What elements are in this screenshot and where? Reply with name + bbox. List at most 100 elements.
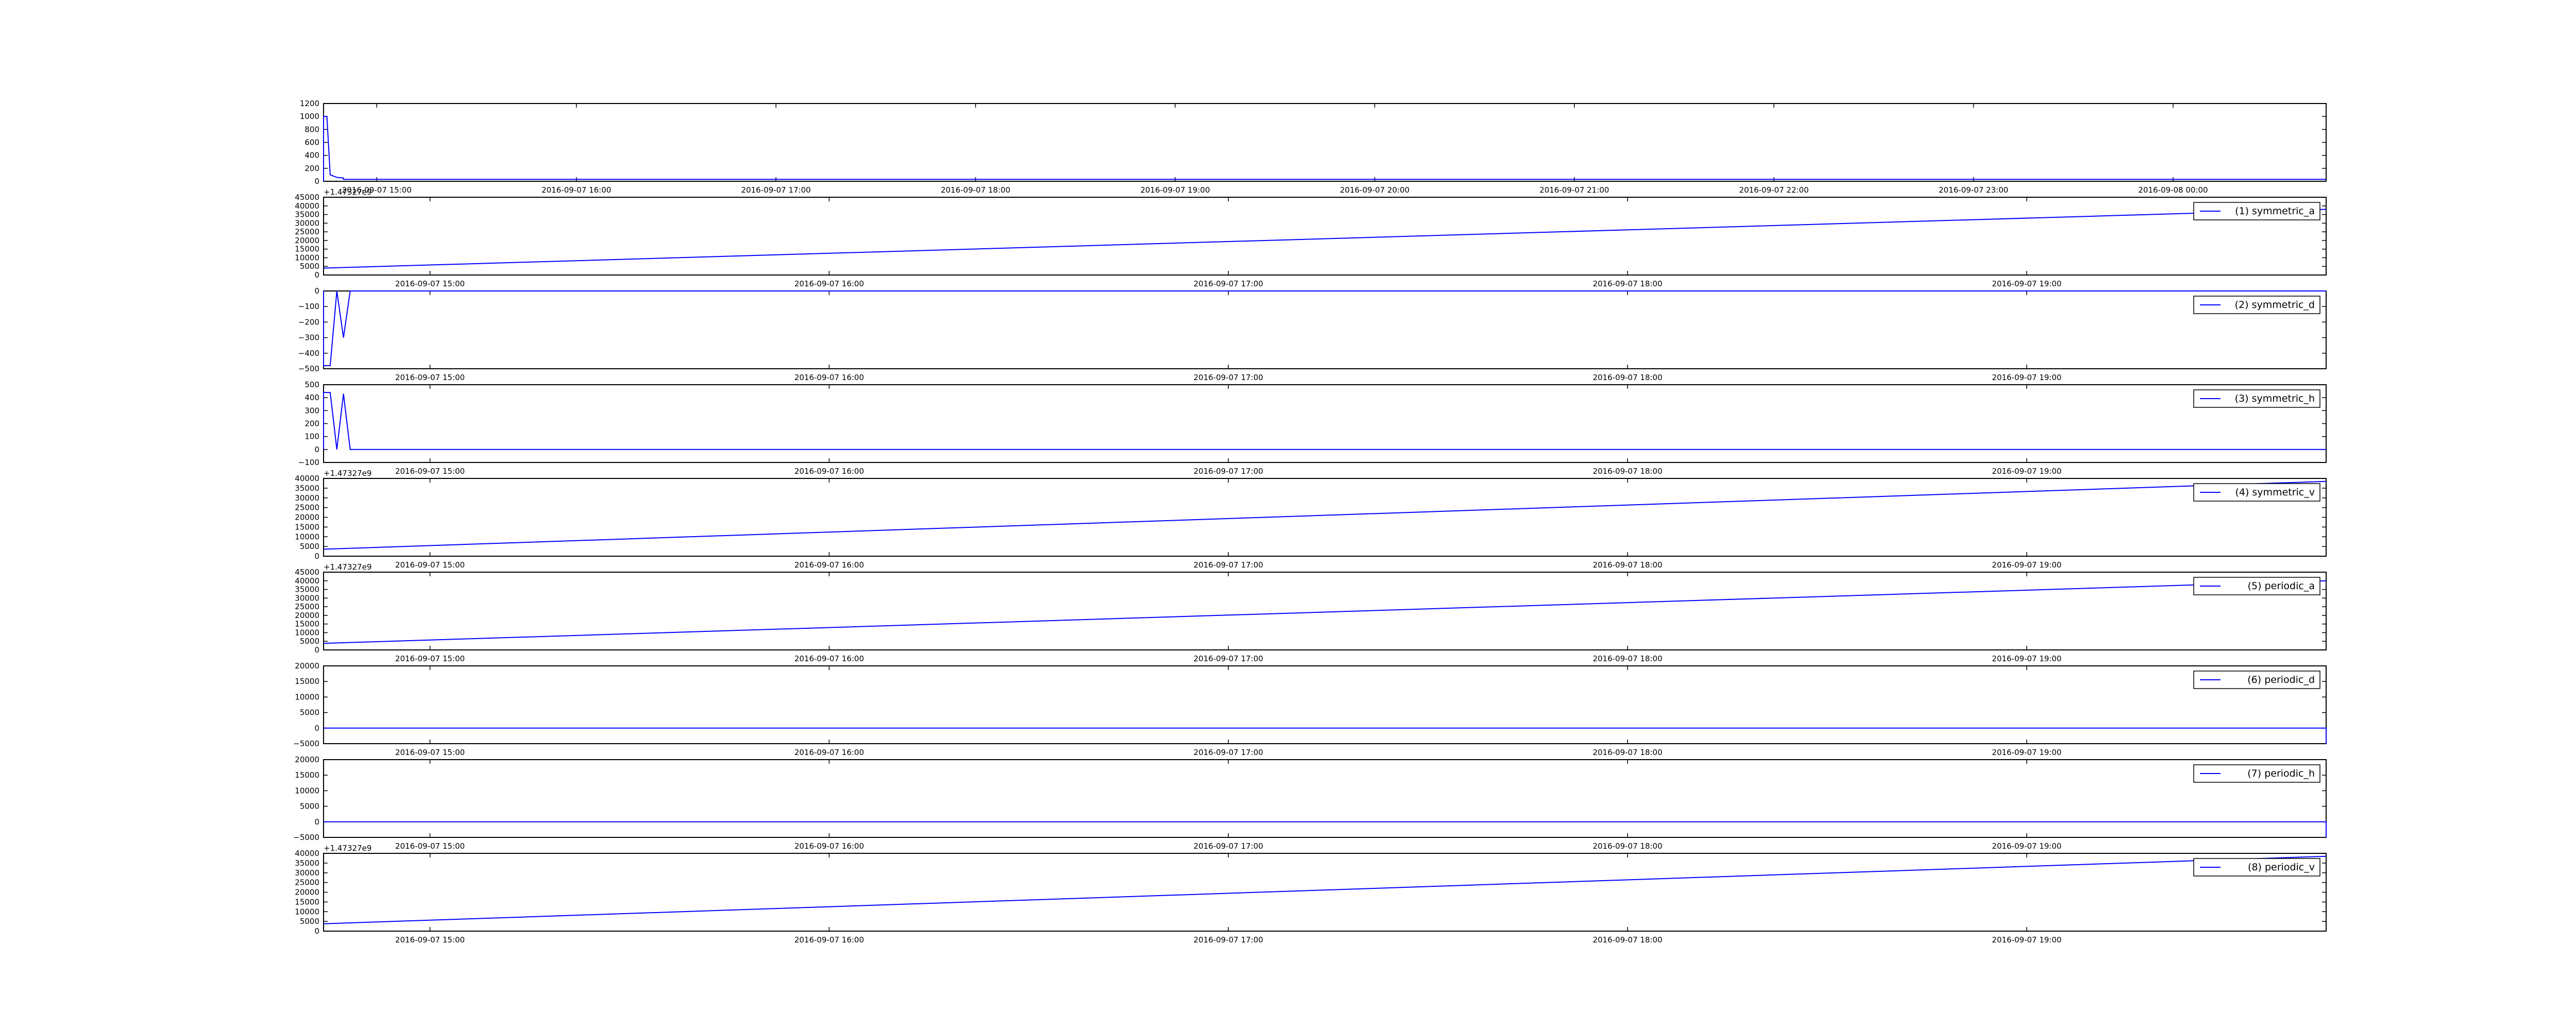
legend-label: (6) periodic_d (2247, 674, 2315, 685)
y-tick-label: 10000 (295, 253, 319, 262)
x-tick-label: 2016-09-07 20:00 (1340, 185, 1410, 195)
x-tick-label: 2016-09-07 18:00 (1592, 467, 1662, 476)
y-tick-label: 300 (304, 406, 319, 415)
x-tick-label: 2016-09-07 17:00 (1194, 467, 1263, 476)
x-tick-label: 2016-09-07 15:00 (395, 467, 465, 476)
y-tick-label: 35000 (295, 859, 319, 868)
y-tick-label: 0 (314, 552, 319, 561)
x-tick-label: 2016-09-07 18:00 (1592, 373, 1662, 382)
x-tick-label: 2016-09-07 15:00 (395, 279, 465, 288)
y-tick-label: 45000 (295, 193, 319, 202)
y-tick-label: 10000 (295, 786, 319, 795)
x-tick-label: 2016-09-07 23:00 (1939, 185, 2008, 195)
plot-area (323, 478, 2327, 557)
y-tick-label: 10000 (295, 628, 319, 637)
y-tick-label: 30000 (295, 593, 319, 603)
y-tick-label: 500 (304, 380, 319, 389)
plot-area (323, 290, 2327, 369)
y-tick-label: 400 (304, 393, 319, 402)
x-tick-label: 2016-09-07 16:00 (794, 654, 864, 663)
x-tick-label: 2016-09-07 19:00 (1992, 560, 2061, 570)
x-tick-label: 2016-09-07 16:00 (794, 935, 864, 945)
y-tick-label: 20000 (295, 236, 319, 245)
y-tick-label: 25000 (295, 878, 319, 887)
x-tick-label: 2016-09-07 17:00 (1194, 279, 1263, 288)
y-tick-label: 0 (314, 645, 319, 655)
x-tick-label: 2016-09-07 17:00 (1194, 842, 1263, 851)
y-tick-label: 15000 (295, 245, 319, 254)
x-tick-label: 2016-09-07 15:00 (395, 842, 465, 851)
series-line (323, 290, 2326, 366)
legend-label: (4) symmetric_v (2235, 487, 2315, 498)
y-tick-label: 1200 (300, 99, 319, 108)
x-tick-label: 2016-09-07 19:00 (1992, 748, 2061, 757)
x-tick-label: 2016-09-08 00:00 (2138, 185, 2208, 195)
series-line (324, 821, 2327, 837)
series-line (323, 580, 2327, 644)
y-tick-label: 45000 (295, 568, 319, 577)
y-tick-label: 5000 (300, 917, 319, 926)
series-line (323, 116, 2326, 181)
y-tick-label: −300 (298, 333, 319, 342)
x-tick-label: 2016-09-07 15:00 (395, 748, 465, 757)
y-tick-label: 30000 (295, 493, 319, 503)
x-tick-label: 2016-09-07 18:00 (1592, 279, 1662, 288)
x-tick-label: 2016-09-07 16:00 (794, 279, 864, 288)
y-tick-label: 0 (314, 177, 319, 186)
y-tick-label: 35000 (295, 484, 319, 493)
x-tick-label: 2016-09-07 17:00 (1194, 748, 1263, 757)
x-tick-label: 2016-09-07 17:00 (1194, 560, 1263, 570)
y-tick-label: 40000 (295, 849, 319, 858)
chart-panel-6: 0500010000150002000025000300003500040000… (295, 562, 2327, 663)
y-tick-label: −500 (298, 364, 319, 373)
y-tick-label: −5000 (293, 833, 319, 842)
y-tick-label: 5000 (300, 637, 319, 646)
legend-label: (8) periodic_v (2248, 862, 2315, 873)
y-tick-label: 200 (304, 419, 319, 428)
y-tick-label: 5000 (300, 542, 319, 551)
x-tick-label: 2016-09-07 16:00 (794, 467, 864, 476)
y-tick-label: 15000 (295, 620, 319, 629)
x-tick-label: 2016-09-07 18:00 (1592, 935, 1662, 945)
legend-label: (1) symmetric_a (2235, 205, 2315, 217)
legend-label: (2) symmetric_d (2235, 299, 2315, 311)
chart-panel-2: 0500010000150002000025000300003500040000… (295, 187, 2327, 288)
x-tick-label: 2016-09-07 22:00 (1739, 185, 1809, 195)
x-tick-label: 2016-09-07 18:00 (1592, 560, 1662, 570)
x-tick-label: 2016-09-07 15:00 (395, 654, 465, 663)
plot-area (323, 572, 2327, 650)
x-tick-label: 2016-09-07 16:00 (794, 748, 864, 757)
axis-offset-label: +1.47327e9 (324, 187, 371, 197)
y-tick-label: 0 (314, 724, 319, 733)
y-tick-label: 5000 (300, 802, 319, 811)
y-tick-label: 35000 (295, 210, 319, 219)
y-tick-label: −100 (298, 458, 319, 467)
y-tick-label: 0 (314, 286, 319, 296)
x-tick-label: 2016-09-07 17:00 (1194, 935, 1263, 945)
y-tick-label: 100 (304, 432, 319, 441)
x-tick-label: 2016-09-07 16:00 (794, 842, 864, 851)
x-tick-label: 2016-09-07 15:00 (395, 935, 465, 945)
y-tick-label: −200 (298, 317, 319, 327)
x-tick-label: 2016-09-07 18:00 (1592, 748, 1662, 757)
series-line (323, 392, 2326, 450)
axis-offset-label: +1.47327e9 (324, 844, 371, 853)
y-tick-label: −100 (298, 302, 319, 311)
y-tick-label: 30000 (295, 868, 319, 878)
x-tick-label: 2016-09-07 19:00 (1992, 279, 2061, 288)
y-tick-label: 0 (314, 926, 319, 936)
y-tick-label: 5000 (300, 262, 319, 271)
y-tick-label: 10000 (295, 907, 319, 916)
y-tick-label: 15000 (295, 770, 319, 780)
y-tick-label: −5000 (293, 739, 319, 748)
plot-area (323, 384, 2327, 463)
x-tick-label: 2016-09-07 19:00 (1140, 185, 1210, 195)
y-tick-label: 0 (314, 817, 319, 827)
y-tick-label: 15000 (295, 897, 319, 906)
x-tick-label: 2016-09-07 16:00 (541, 185, 611, 195)
